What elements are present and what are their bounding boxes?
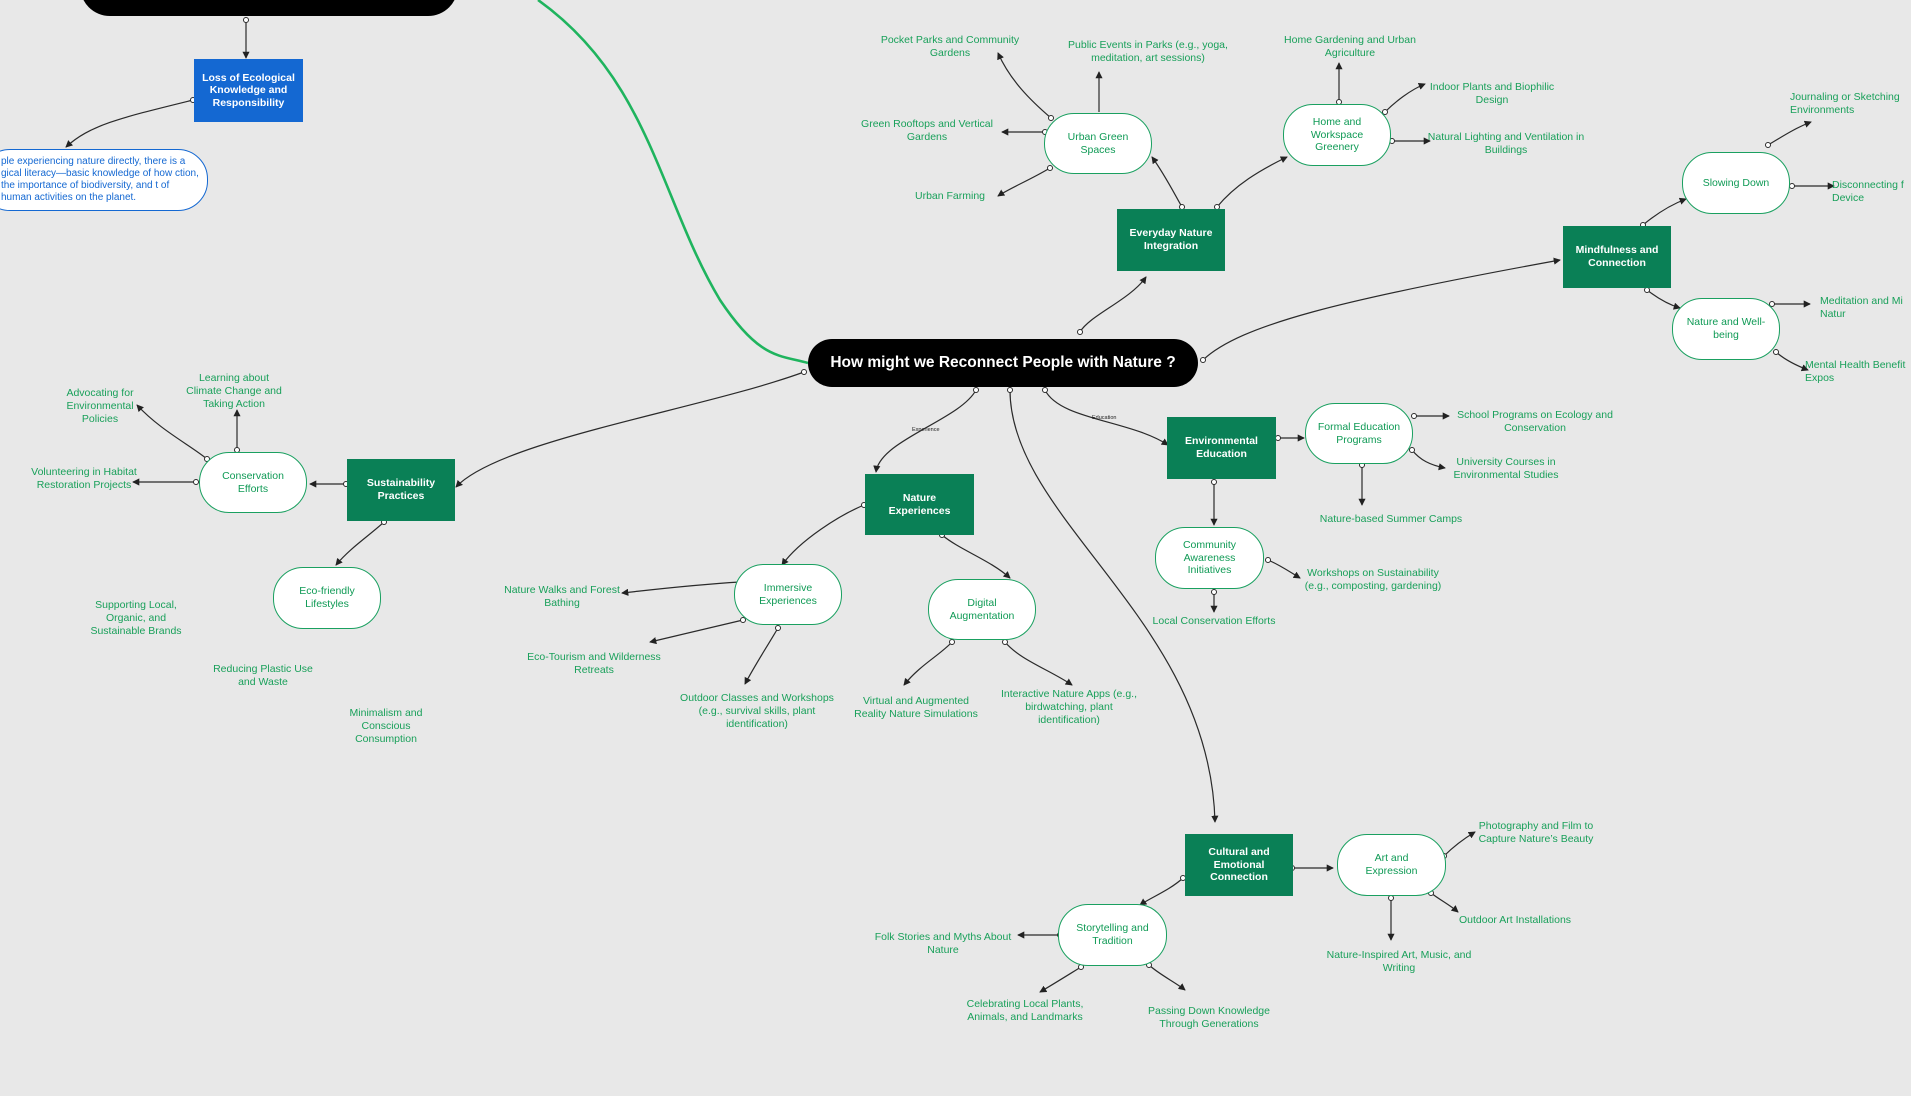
leaf-outdoor-art: Outdoor Art Installations bbox=[1458, 914, 1572, 926]
formal-education-node[interactable]: Formal Education Programs bbox=[1305, 403, 1413, 464]
leaf-urban-farming: Urban Farming bbox=[914, 190, 986, 202]
leaf-pocket-parks: Pocket Parks and Community Gardens bbox=[880, 34, 1020, 59]
leaf-volunteering: Volunteering in Habitat Restoration Proj… bbox=[31, 466, 137, 491]
central-node[interactable]: How might we Reconnect People with Natur… bbox=[808, 339, 1198, 387]
nature-wellbeing-node[interactable]: Nature and Well-being bbox=[1672, 298, 1780, 360]
leaf-disconnecting: Disconnecting f Device bbox=[1832, 179, 1904, 204]
leaf-summer-camps: Nature-based Summer Camps bbox=[1319, 513, 1463, 525]
leaf-nature-walks: Nature Walks and Forest Bathing bbox=[504, 584, 620, 609]
leaf-green-rooftops: Green Rooftops and Vertical Gardens bbox=[861, 118, 993, 143]
immersive-experiences-node[interactable]: Immersive Experiences bbox=[734, 564, 842, 625]
leaf-eco-tourism: Eco-Tourism and Wilderness Retreats bbox=[527, 651, 661, 676]
highlighted-connector bbox=[537, 0, 809, 365]
sustainability-node[interactable]: Sustainability Practices bbox=[347, 459, 455, 521]
leaf-home-gardening: Home Gardening and Urban Agriculture bbox=[1284, 34, 1416, 59]
leaf-natural-lighting: Natural Lighting and Ventilation in Buil… bbox=[1427, 131, 1585, 156]
leaf-folk-stories: Folk Stories and Myths About Nature bbox=[874, 931, 1012, 956]
leaf-photography: Photography and Film to Capture Nature’s… bbox=[1478, 820, 1594, 845]
leaf-local-conservation: Local Conservation Efforts bbox=[1152, 615, 1276, 627]
leaf-supporting-local: Supporting Local, Organic, and Sustainab… bbox=[90, 599, 182, 637]
leaf-passing-down: Passing Down Knowledge Through Generatio… bbox=[1148, 1005, 1270, 1030]
leaf-indoor-plants: Indoor Plants and Biophilic Design bbox=[1429, 81, 1555, 106]
urban-green-spaces-node[interactable]: Urban Green Spaces bbox=[1044, 113, 1152, 174]
leaf-vr-ar: Virtual and Augmented Reality Nature Sim… bbox=[854, 695, 978, 720]
top-branch-node[interactable] bbox=[80, 0, 458, 16]
experience-edge-label: Experience bbox=[912, 427, 940, 433]
ecological-note[interactable]: ple experiencing nature directly, there … bbox=[0, 149, 208, 211]
cultural-emotional-node[interactable]: Cultural and Emotional Connection bbox=[1185, 834, 1293, 896]
leaf-interactive-apps: Interactive Nature Apps (e.g., birdwatch… bbox=[1001, 688, 1137, 726]
ecological-knowledge-node[interactable]: Loss of Ecological Knowledge and Respons… bbox=[194, 59, 303, 122]
storytelling-node[interactable]: Storytelling and Tradition bbox=[1058, 904, 1167, 966]
eco-friendly-lifestyles-node[interactable]: Eco-friendly Lifestyles bbox=[273, 567, 381, 629]
leaf-reducing-plastic: Reducing Plastic Use and Waste bbox=[213, 663, 313, 688]
slowing-down-node[interactable]: Slowing Down bbox=[1682, 152, 1790, 214]
nature-experiences-node[interactable]: Nature Experiences bbox=[865, 474, 974, 535]
leaf-outdoor-classes: Outdoor Classes and Workshops (e.g., sur… bbox=[680, 692, 834, 730]
leaf-mental-health: Mental Health Benefit Expos bbox=[1805, 359, 1906, 384]
everyday-nature-node[interactable]: Everyday Nature Integration bbox=[1117, 209, 1225, 271]
art-expression-node[interactable]: Art and Expression bbox=[1337, 834, 1446, 896]
community-awareness-node[interactable]: Community Awareness Initiatives bbox=[1155, 527, 1264, 589]
leaf-learning-climate: Learning about Climate Change and Taking… bbox=[186, 372, 282, 410]
home-workspace-greenery-node[interactable]: Home and Workspace Greenery bbox=[1283, 104, 1391, 166]
leaf-university: University Courses in Environmental Stud… bbox=[1453, 456, 1559, 481]
leaf-nature-art: Nature-Inspired Art, Music, and Writing bbox=[1326, 949, 1472, 974]
leaf-minimalism: Minimalism and Conscious Consumption bbox=[349, 707, 423, 745]
leaf-advocating: Advocating for Environmental Policies bbox=[66, 387, 134, 425]
conservation-efforts-node[interactable]: Conservation Efforts bbox=[199, 452, 307, 513]
mindfulness-node[interactable]: Mindfulness and Connection bbox=[1563, 226, 1671, 288]
leaf-journaling: Journaling or Sketching Environments bbox=[1790, 91, 1900, 116]
leaf-celebrating: Celebrating Local Plants, Animals, and L… bbox=[966, 998, 1084, 1023]
education-edge-label: Education bbox=[1092, 415, 1117, 421]
digital-augmentation-node[interactable]: Digital Augmentation bbox=[928, 579, 1036, 640]
environmental-education-node[interactable]: Environmental Education bbox=[1167, 417, 1276, 479]
leaf-public-events: Public Events in Parks (e.g., yoga, medi… bbox=[1068, 39, 1228, 64]
leaf-workshops: Workshops on Sustainability (e.g., compo… bbox=[1304, 567, 1442, 592]
leaf-school-programs: School Programs on Ecology and Conservat… bbox=[1457, 409, 1613, 434]
leaf-meditation: Meditation and Mi Natur bbox=[1820, 295, 1903, 320]
